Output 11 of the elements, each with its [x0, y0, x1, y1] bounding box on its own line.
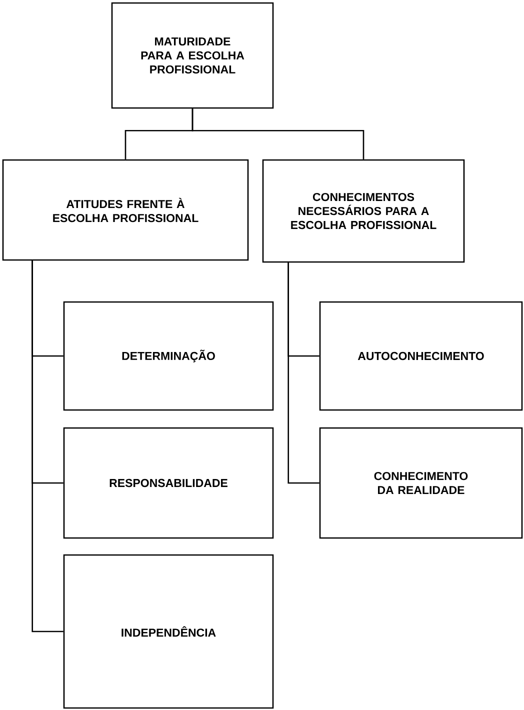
connector-line [192, 108, 364, 160]
connector-line [32, 260, 64, 632]
org-box: INDEPENDÊNCIA [63, 554, 274, 709]
org-box: CONHECIMENTOS NECESSÁRIOS PARA A ESCOLHA PROFISSIONAL [262, 159, 465, 263]
org-box: ATITUDES FRENTE À ESCOLHA PROFISSIONAL [2, 159, 249, 261]
org-box: RESPONSABILIDADE [63, 427, 274, 539]
org-box: AUTOCONHECIMENTO [319, 301, 523, 411]
org-box: DETERMINAÇÃO [63, 301, 274, 411]
org-box: CONHECIMENTO DA REALIDADE [319, 427, 523, 539]
connector-line [288, 262, 320, 484]
org-box: MATURIDADE PARA A ESCOLHA PROFISSIONAL [111, 2, 274, 109]
